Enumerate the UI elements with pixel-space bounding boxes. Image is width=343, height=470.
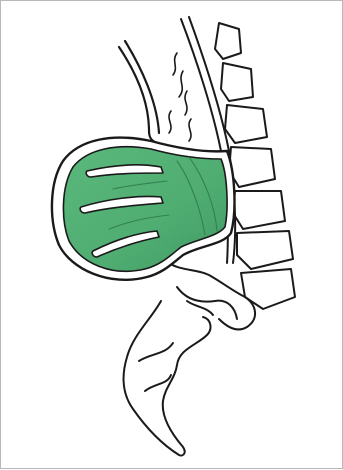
vertebra-2 (221, 63, 253, 101)
vertebra-1 (215, 23, 241, 59)
sacrum-outline (124, 263, 255, 456)
vertebra-4 (229, 147, 275, 187)
vertebra-5 (233, 191, 285, 229)
vertebra-3 (225, 105, 267, 143)
vertebra-6 (237, 231, 293, 269)
nerve-rootlets (169, 53, 191, 141)
meningocele-sac (52, 138, 235, 280)
vertebra-7 (241, 269, 295, 309)
cyst-neck (119, 41, 159, 143)
